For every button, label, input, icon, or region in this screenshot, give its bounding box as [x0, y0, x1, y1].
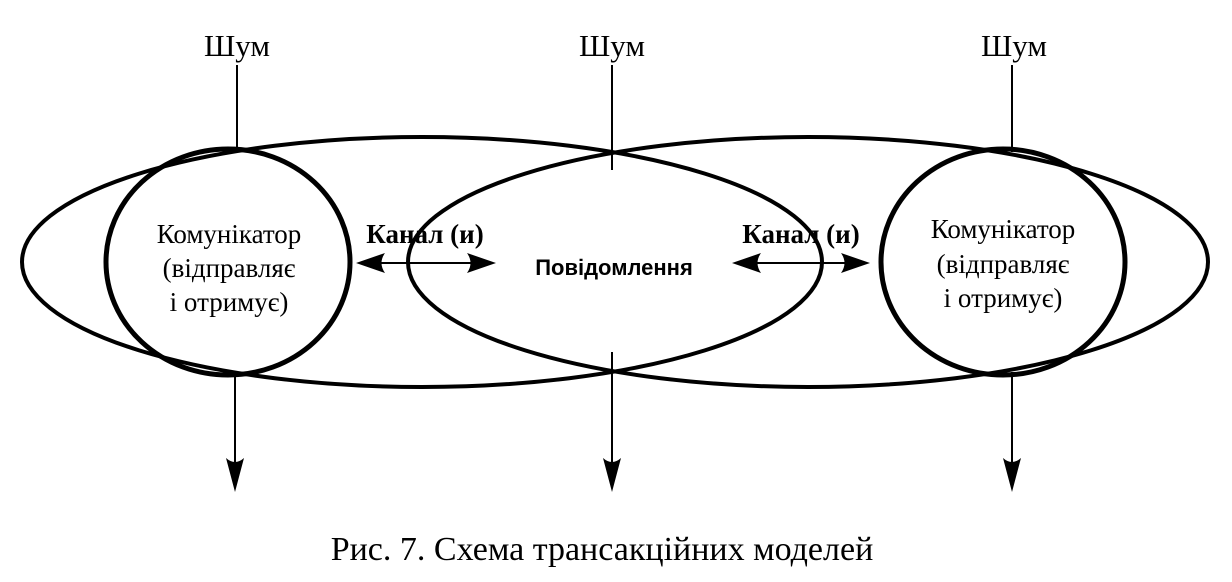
noise-arrowhead-left [226, 458, 244, 492]
left-communicator-line3: і отримує) [170, 287, 289, 317]
channel-arrowhead-left-end [467, 253, 496, 273]
channel-arrowhead-left-start [356, 253, 385, 273]
channel-label-right: Канал (и) [742, 219, 859, 249]
channel-label-left: Канал (и) [366, 219, 483, 249]
message-label: Повідомлення [535, 255, 693, 280]
right-communicator-line1: Комунікатор [931, 214, 1076, 244]
noise-label-right: Шум [981, 28, 1047, 63]
noise-label-left: Шум [204, 28, 270, 63]
channel-arrowhead-right-end [841, 253, 870, 273]
right-communicator-circle [878, 146, 1128, 378]
noise-arrowhead-right [1003, 458, 1021, 492]
right-communicator-line2: (відправляє [937, 249, 1070, 279]
right-communicator-line3: і отримує) [944, 283, 1063, 313]
left-communicator-line1: Комунікатор [157, 219, 302, 249]
left-communicator-line2: (відправляє [163, 253, 296, 283]
noise-label-center: Шум [579, 28, 645, 63]
figure-caption: Рис. 7. Схема трансакційних моделей [331, 531, 874, 568]
noise-arrowhead-center [603, 458, 621, 492]
channel-arrowhead-right-start [732, 253, 761, 273]
left-communicator-circle [103, 146, 353, 378]
